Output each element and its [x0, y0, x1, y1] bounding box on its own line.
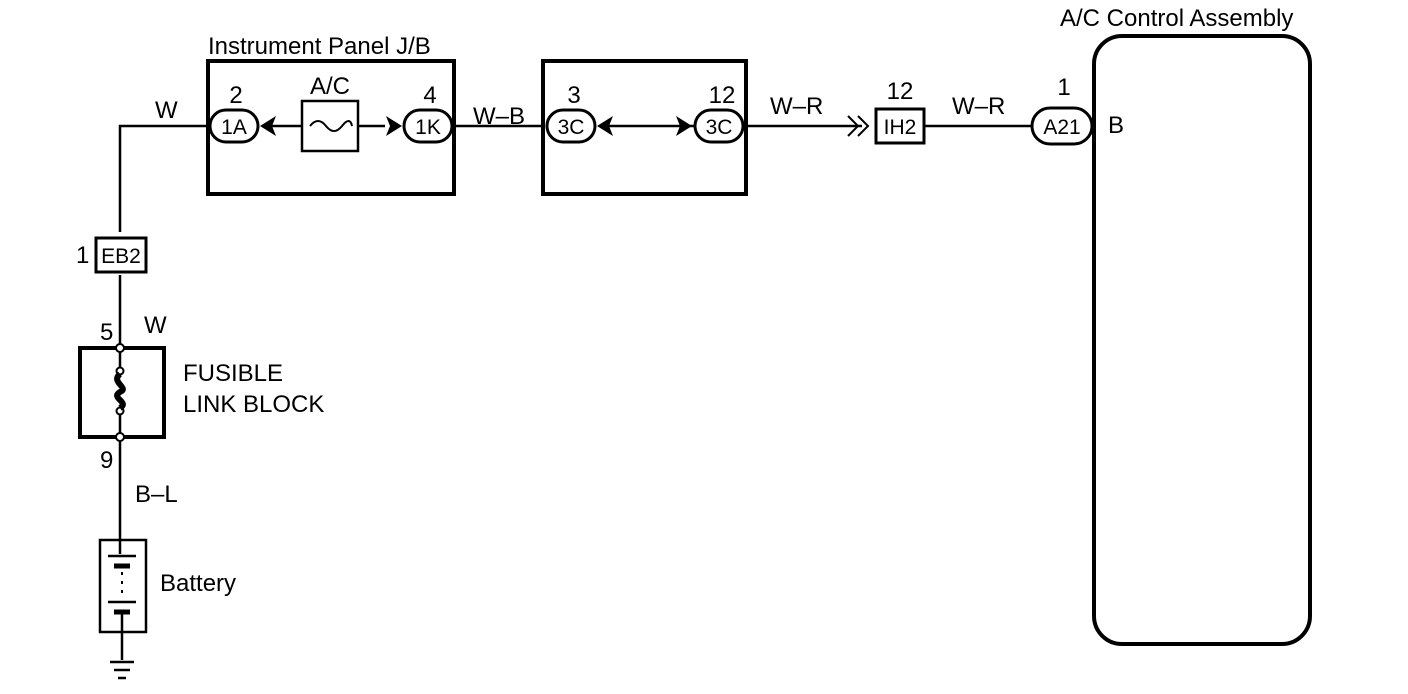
wire-label-b-l: B–L — [135, 481, 178, 508]
wire-w-top — [118, 124, 210, 232]
svg-text:5: 5 — [100, 319, 113, 346]
svg-text:LINK BLOCK: LINK BLOCK — [183, 391, 324, 418]
connector-1k: 1K 4 — [386, 82, 454, 144]
junction-block-3c — [541, 59, 748, 196]
svg-text:1: 1 — [76, 242, 89, 269]
svg-text:9: 9 — [100, 447, 113, 474]
wire-label-w-r-2: W–R — [952, 93, 1005, 120]
svg-text:4: 4 — [423, 82, 436, 109]
svg-text:EB2: EB2 — [101, 245, 141, 268]
svg-text:1: 1 — [1057, 74, 1070, 101]
wire-label-w-top: W — [155, 97, 178, 124]
instrument-panel-jb: Instrument Panel J/B — [206, 33, 456, 196]
terminal-top — [115, 343, 125, 353]
wire-label-w-mid: W — [144, 312, 167, 339]
ground-icon — [110, 660, 134, 680]
wires — [118, 124, 1032, 660]
assembly-pin-label: B — [1108, 112, 1124, 139]
chevron-right-icon — [386, 116, 402, 136]
fusible-link-block: 5 9 FUSIBLE LINK BLOCK — [78, 319, 324, 474]
battery: Battery — [98, 538, 236, 634]
svg-text:3C: 3C — [706, 116, 733, 139]
chevron-left-icon — [597, 116, 613, 136]
ac-control-assembly: A/C Control Assembly B — [1060, 5, 1312, 646]
assembly-label: A/C Control Assembly — [1060, 5, 1293, 32]
connector-eb2: EB2 1 — [76, 236, 148, 274]
wire-label-w-r-1: W–R — [770, 93, 823, 120]
fusible-link-icon — [114, 371, 126, 411]
fuse-ac: A/C — [300, 73, 360, 153]
battery-label: Battery — [160, 570, 236, 597]
connector-a21: A21 1 — [1030, 74, 1094, 146]
svg-text:3: 3 — [567, 82, 580, 109]
svg-text:2: 2 — [229, 82, 242, 109]
svg-text:A/C: A/C — [310, 73, 350, 100]
connector-3c-left: 3C 3 — [545, 82, 613, 144]
svg-text:1K: 1K — [415, 116, 441, 139]
svg-text:FUSIBLE: FUSIBLE — [183, 360, 283, 387]
connector-ih2: IH2 12 — [847, 78, 926, 145]
connector-3c-right: 3C 12 — [676, 82, 745, 144]
svg-text:A21: A21 — [1043, 116, 1080, 139]
svg-text:1A: 1A — [221, 116, 247, 139]
fuse-icon — [309, 120, 353, 132]
wire-label-w-b: W–B — [473, 103, 525, 130]
svg-text:3C: 3C — [558, 116, 585, 139]
connector-1a: 1A 2 — [208, 82, 276, 144]
chevron-right-icon — [676, 116, 692, 136]
svg-text:12: 12 — [887, 78, 914, 105]
jb-label: Instrument Panel J/B — [208, 33, 431, 60]
chevron-left-icon — [260, 116, 276, 136]
terminal-bottom — [115, 432, 125, 442]
svg-text:IH2: IH2 — [884, 116, 917, 139]
double-chevron-icon — [847, 115, 870, 137]
svg-text:12: 12 — [709, 82, 736, 109]
